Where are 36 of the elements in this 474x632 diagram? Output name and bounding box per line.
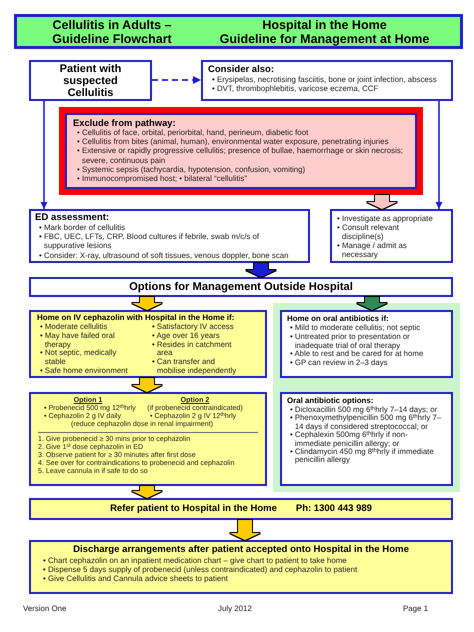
start-box bbox=[29, 60, 152, 101]
box-label: Patient with suspected Cellulitis bbox=[58, 62, 122, 98]
dashed-arrow bbox=[152, 76, 201, 84]
title-text: Cellulitis in Adults – Guideline Flowchart bbox=[51, 18, 173, 46]
title-text: Hospital in the Home bbox=[262, 18, 387, 32]
box-label: Refer patient to Hospital in the Home bbox=[110, 503, 277, 515]
box-heading: Discharge arrangements after patient accepted onto Hospital in the Home bbox=[72, 544, 410, 556]
block-arrow bbox=[357, 297, 387, 310]
process-box bbox=[29, 310, 267, 378]
block-arrow bbox=[132, 297, 162, 310]
process-box bbox=[280, 310, 453, 378]
block-arrow bbox=[367, 195, 397, 209]
process-box bbox=[29, 540, 453, 594]
title-banner bbox=[14, 14, 463, 49]
arrow bbox=[436, 101, 442, 209]
note-box bbox=[201, 60, 453, 101]
arrow bbox=[40, 101, 48, 209]
process-box bbox=[29, 498, 453, 520]
box-heading: Exclude from pathway: bbox=[73, 117, 177, 128]
title-text: Guideline for Management at Home bbox=[220, 32, 430, 46]
block-arrow bbox=[132, 378, 162, 392]
process-box bbox=[280, 392, 453, 486]
process-box bbox=[330, 209, 453, 263]
box-heading: Home on IV cephazolin with Hospital in the Home if: bbox=[37, 313, 236, 323]
block-arrow bbox=[230, 520, 260, 540]
block-arrow bbox=[132, 486, 162, 498]
process-box bbox=[29, 392, 267, 486]
block-arrow bbox=[246, 263, 276, 277]
exclusion-box bbox=[59, 107, 423, 195]
box-heading: Consider also: bbox=[208, 64, 275, 75]
process-box bbox=[29, 277, 453, 297]
box-label: Options for Management Outside Hospital bbox=[129, 280, 353, 294]
process-box bbox=[29, 209, 310, 263]
panel-background bbox=[273, 303, 460, 492]
box-heading: ED assessment: bbox=[35, 212, 110, 223]
box-label: Ph: 1300 443 989 bbox=[296, 503, 372, 515]
